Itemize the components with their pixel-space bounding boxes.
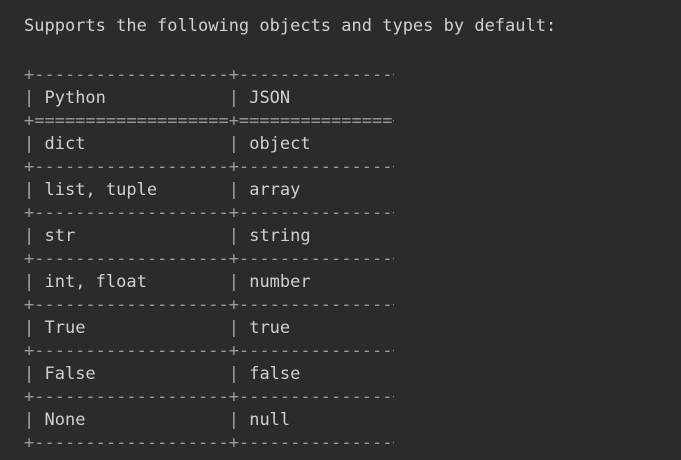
cell-json: true [249, 318, 383, 338]
table-border-top: +-------------------+---------------+ [24, 65, 394, 85]
cell-json: string [249, 226, 383, 246]
table-row-separator: +-------------------+---------------+ [24, 203, 394, 223]
table-row: | int, float | number | [24, 272, 394, 292]
cell-python: True [44, 318, 219, 338]
cell-json: false [249, 364, 383, 384]
table-row: | str | string | [24, 226, 394, 246]
table-header-row: | Python | JSON | [24, 87, 394, 110]
table-row: | dict | object | [24, 134, 394, 154]
cell-json: null [249, 410, 383, 430]
cell-json: array [249, 180, 383, 200]
header-json: JSON [249, 88, 383, 108]
table-row: | None | null | [24, 410, 394, 430]
cell-python: str [44, 226, 219, 246]
table-row-separator: +-------------------+---------------+ [24, 157, 394, 177]
cell-python: None [44, 410, 219, 430]
header-pipe-mid: | [218, 88, 250, 108]
table-row-separator: +-------------------+---------------+ [24, 341, 394, 361]
header-python: Python [44, 88, 219, 108]
cell-python: dict [44, 134, 219, 154]
cell-python: list, tuple [44, 180, 219, 200]
table-row: | list, tuple | array | [24, 180, 394, 200]
table-row-separator: +-------------------+---------------+ [24, 387, 394, 407]
table-row: | False | false | [24, 364, 394, 384]
header-pipe-end: | [382, 88, 395, 108]
cell-json: number [249, 272, 383, 292]
cell-json: object [249, 134, 383, 154]
cell-python: int, float [44, 272, 219, 292]
table-row-separator: +-------------------+---------------+ [24, 249, 394, 269]
intro-text: Supports the following objects and types… [24, 16, 557, 36]
table-row-separator: +-------------------+---------------+ [24, 295, 394, 315]
cell-python: False [44, 364, 219, 384]
table-header-separator: +===================+===============+ [24, 111, 394, 131]
type-mapping-table: +-------------------+---------------+ | … [24, 64, 394, 455]
table-row: | True | true | [24, 318, 394, 338]
table-border-bottom: +-------------------+---------------+ [24, 433, 394, 453]
